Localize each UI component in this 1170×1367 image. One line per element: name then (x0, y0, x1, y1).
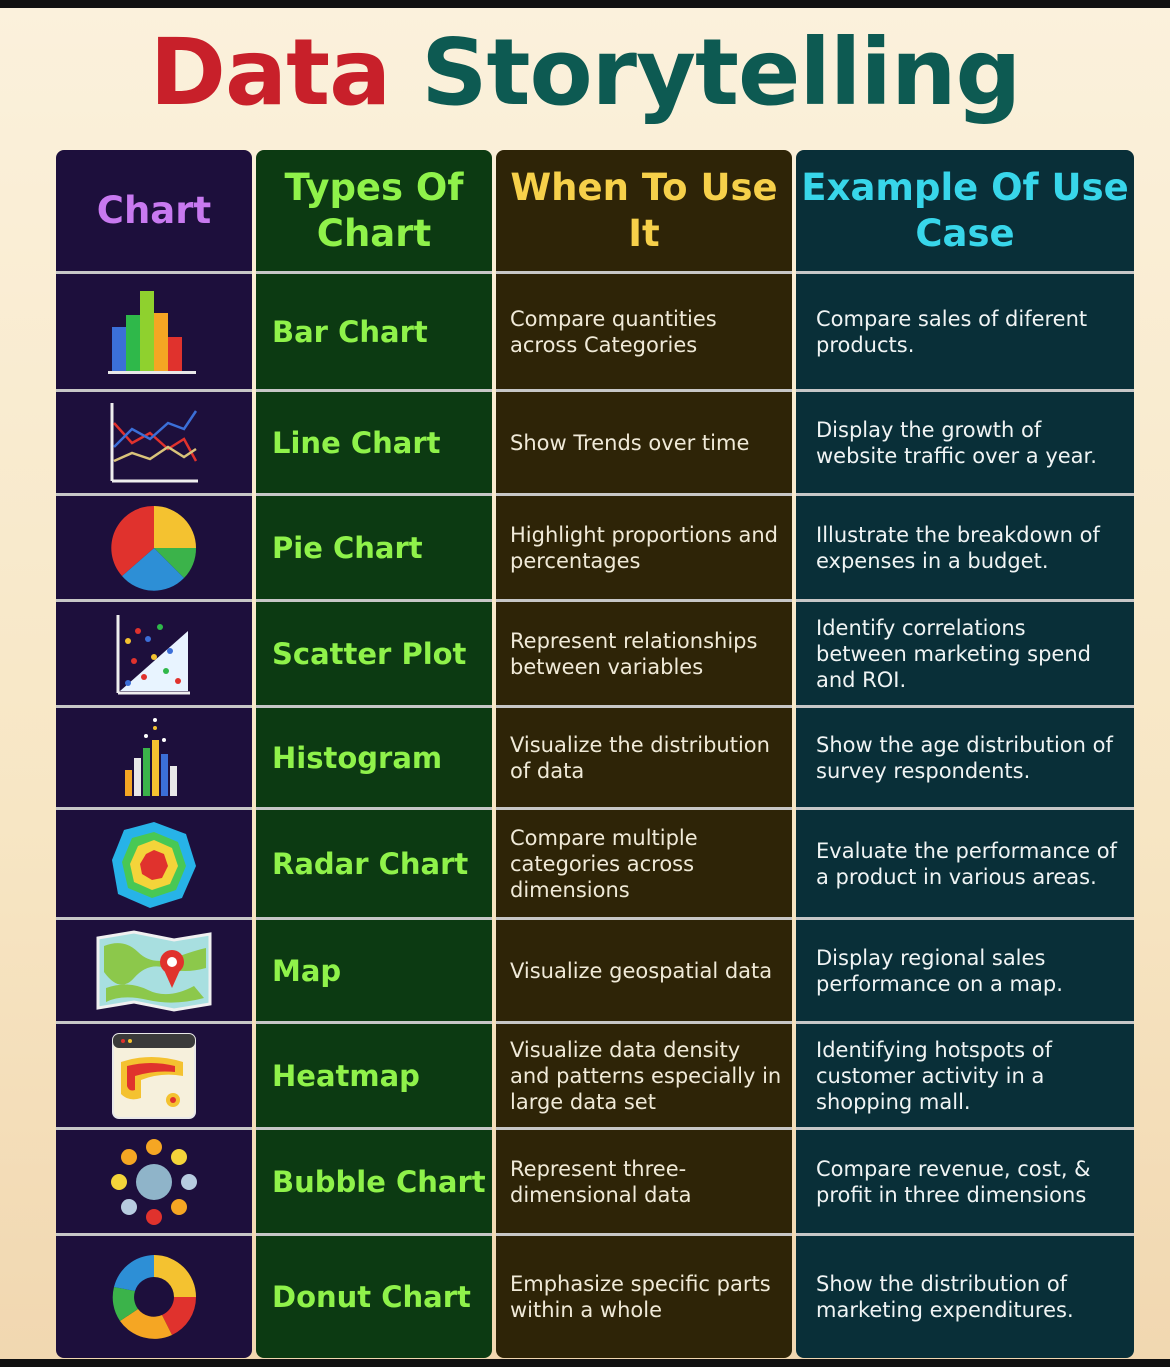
chart-column: Chart (56, 150, 252, 1358)
map-icon (96, 929, 212, 1012)
pie-chart-icon (111, 505, 197, 591)
chart-cell (56, 274, 252, 392)
when-cell: Visualize geospatial data (496, 920, 792, 1024)
title-part-data: Data (149, 19, 392, 126)
heatmap-icon (112, 1032, 196, 1119)
when-cell: Emphasize specific parts within a whole (510, 1272, 771, 1322)
example-cell: Show the distribution of marketing expen… (816, 1272, 1074, 1322)
chart-cell (56, 810, 252, 920)
bubble-chart-icon (111, 1138, 197, 1225)
chart-cell (56, 392, 252, 496)
radar-chart-icon (112, 821, 196, 908)
chart-type-cell: Bubble Chart (256, 1130, 492, 1236)
example-cell: Display the growth of website traffic ov… (796, 392, 1134, 496)
chart-cell (56, 920, 252, 1024)
chart-type-cell: Scatter Plot (256, 602, 492, 708)
types-column-header: Types Of Chart (256, 150, 492, 274)
example-cell: Show the age distribution of survey resp… (796, 708, 1134, 810)
scatter-plot-icon (116, 614, 190, 694)
example-cell: Identify correlations between marketing … (796, 602, 1134, 708)
chart-type-cell: Radar Chart (256, 810, 492, 920)
example-cell: Illustrate the breakdown of expenses in … (796, 496, 1134, 602)
when-cell: Show Trends over time (496, 392, 792, 496)
chart-cell (56, 602, 252, 708)
when-column: When To Use It Compare quantities across… (496, 150, 792, 1358)
chart-cell (56, 496, 252, 602)
when-cell: Visualize data density and patterns espe… (496, 1024, 792, 1130)
chart-cell (56, 1236, 252, 1358)
when-cell: Represent three-dimensional data (496, 1130, 792, 1236)
chart-type-cell: Bar Chart (256, 274, 492, 392)
example-cell: Display regional sales performance on a … (796, 920, 1134, 1024)
example-cell: Compare sales of diferent products. (796, 274, 1134, 392)
example-column-header: Example Of Use Case (796, 150, 1134, 274)
types-column: Types Of Chart Bar Chart Line Chart Pie … (256, 150, 492, 1358)
example-cell: Evaluate the performance of a product in… (796, 810, 1134, 920)
when-cell: Visualize the distribution of data (496, 708, 792, 810)
when-cell: Compare multiple categories across dimen… (496, 810, 792, 920)
example-cell: Compare revenue, cost, & profit in three… (796, 1130, 1134, 1236)
when-cell: Compare quantities across Categories (496, 274, 792, 392)
chart-cell (56, 1130, 252, 1236)
chart-cell (56, 1024, 252, 1130)
histogram-icon (125, 717, 177, 796)
chart-cell (56, 708, 252, 810)
line-chart-icon (110, 402, 198, 482)
example-column: Example Of Use Case Compare sales of dif… (796, 150, 1134, 1358)
title-part-storytelling: Storytelling (421, 19, 1021, 126)
chart-column-header: Chart (56, 150, 252, 274)
top-border (0, 0, 1170, 8)
when-cell: Represent relationships between variable… (496, 602, 792, 708)
chart-type-cell: Histogram (256, 708, 492, 810)
bar-chart-icon (108, 290, 196, 374)
donut-chart-icon (112, 1255, 197, 1339)
when-cell: Highlight proportions and percentages (496, 496, 792, 602)
when-column-header: When To Use It (496, 150, 792, 274)
chart-type-cell: Line Chart (256, 392, 492, 496)
chart-type-cell: Pie Chart (256, 496, 492, 602)
page-title: Data Storytelling (0, 18, 1170, 128)
chart-type-cell: Map (256, 920, 492, 1024)
chart-table: Chart (56, 150, 1134, 1358)
chart-type-cell: Heatmap (256, 1024, 492, 1130)
chart-type-cell: Donut Chart (272, 1280, 471, 1314)
example-cell: Identifying hotspots of customer activit… (796, 1024, 1134, 1130)
bottom-border (0, 1359, 1170, 1367)
